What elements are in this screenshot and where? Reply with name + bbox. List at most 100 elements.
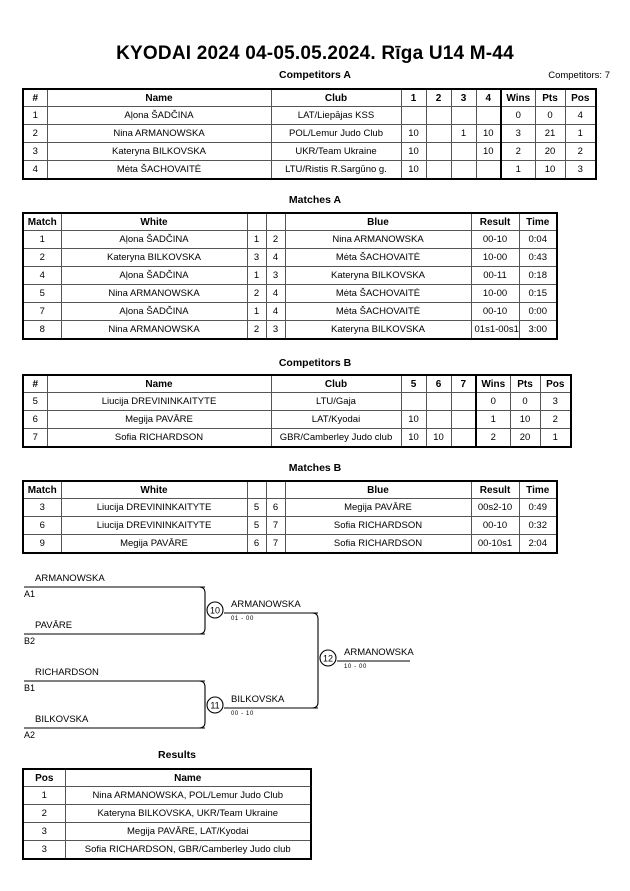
cell-m2 bbox=[425, 160, 452, 180]
cell-result: 00-10s1 bbox=[470, 534, 520, 554]
section-heading-results: Results bbox=[158, 749, 196, 761]
bracket-match-number-10: 10 bbox=[210, 606, 220, 616]
cell-result: 10-00 bbox=[470, 248, 520, 267]
col-header-name: Name bbox=[46, 88, 272, 107]
col-header-blue-num bbox=[265, 212, 286, 231]
col-header-name: Name bbox=[64, 768, 312, 787]
cell-white-num: 5 bbox=[246, 516, 267, 535]
cell-num: 2 bbox=[22, 124, 48, 143]
section-heading-matches-a: Matches A bbox=[288, 194, 342, 206]
table-header-row: Match White Blue Result Time bbox=[22, 480, 558, 499]
col-header-num: # bbox=[22, 374, 48, 393]
cell-name: Mėta ŠACHOVAITĖ bbox=[46, 160, 272, 180]
cell-club: LTU/Gaja bbox=[270, 392, 402, 411]
cell-name: Megija PAVĀRE bbox=[46, 410, 272, 429]
col-header-white: White bbox=[60, 480, 248, 499]
col-header-m5: 5 bbox=[400, 374, 427, 393]
cell-time: 0:00 bbox=[518, 302, 558, 321]
cell-num: 7 bbox=[22, 428, 48, 448]
cell-club: LAT/Liepājas KSS bbox=[270, 106, 402, 125]
cell-wins: 1 bbox=[500, 160, 536, 180]
cell-pos: 3 bbox=[22, 822, 66, 841]
cell-white: Aļona ŠADČINA bbox=[60, 302, 248, 321]
cell-pos: 3 bbox=[564, 160, 597, 180]
cell-result: 00-11 bbox=[470, 266, 520, 285]
col-header-result: Result bbox=[470, 212, 520, 231]
page-title: KYODAI 2024 04-05.05.2024. Rīga U14 M-44 bbox=[116, 43, 514, 64]
col-header-white-num bbox=[246, 480, 267, 499]
cell-white: Aļona ŠADČINA bbox=[60, 230, 248, 249]
cell-m5 bbox=[400, 392, 427, 411]
bracket-slot-seed-3: B1 bbox=[24, 683, 35, 693]
cell-m4: 10 bbox=[475, 142, 502, 161]
col-header-blue: Blue bbox=[284, 212, 472, 231]
bracket-slot-name-2: PAVĀRE bbox=[35, 620, 72, 631]
table-row: 4 Aļona ŠADČINA 1 3 Kateryna BILKOVSKA 0… bbox=[22, 266, 558, 285]
cell-m5: 10 bbox=[400, 428, 427, 448]
cell-time: 0:49 bbox=[518, 498, 558, 517]
cell-num: 4 bbox=[22, 160, 48, 180]
cell-match: 4 bbox=[22, 266, 62, 285]
cell-match: 7 bbox=[22, 302, 62, 321]
cell-m3: 1 bbox=[450, 124, 477, 143]
cell-pos: 4 bbox=[564, 106, 597, 125]
cell-pos: 2 bbox=[22, 804, 66, 823]
col-header-blue: Blue bbox=[284, 480, 472, 499]
cell-name: Sofia RICHARDSON, GBR/Camberley Judo clu… bbox=[64, 840, 312, 860]
bracket-semifinal-winner-1: ARMANOWSKA bbox=[231, 599, 301, 610]
cell-name: Liucija DREVININKAITYTE bbox=[46, 392, 272, 411]
cell-white: Megija PAVĀRE bbox=[60, 534, 248, 554]
cell-white: Kateryna BILKOVSKA bbox=[60, 248, 248, 267]
cell-m6 bbox=[425, 410, 452, 429]
cell-pts: 10 bbox=[534, 160, 566, 180]
bracket-slot-seed-2: B2 bbox=[24, 636, 35, 646]
col-header-m1: 1 bbox=[400, 88, 427, 107]
cell-pts: 20 bbox=[534, 142, 566, 161]
cell-blue-num: 3 bbox=[265, 266, 286, 285]
bracket-slot-seed-1: A1 bbox=[24, 589, 35, 599]
table-header-row: # Name Club 1 2 3 4 Wins Pts Pos bbox=[22, 88, 597, 107]
cell-time: 0:43 bbox=[518, 248, 558, 267]
col-header-m6: 6 bbox=[425, 374, 452, 393]
table-header-row: Match White Blue Result Time bbox=[22, 212, 558, 231]
table-results: Pos Name 1 Nina ARMANOWSKA, POL/Lemur Ju… bbox=[22, 768, 312, 860]
cell-club: LTU/Ristis R.Sargūno g. bbox=[270, 160, 402, 180]
cell-pos: 2 bbox=[539, 410, 572, 429]
cell-match: 9 bbox=[22, 534, 62, 554]
bracket-slot-name-4: BILKOVSKA bbox=[35, 714, 89, 725]
cell-m6 bbox=[425, 392, 452, 411]
cell-time: 0:04 bbox=[518, 230, 558, 249]
cell-m2 bbox=[425, 106, 452, 125]
cell-blue-num: 4 bbox=[265, 284, 286, 303]
cell-blue-num: 4 bbox=[265, 248, 286, 267]
cell-pos: 3 bbox=[539, 392, 572, 411]
cell-white: Nina ARMANOWSKA bbox=[60, 284, 248, 303]
cell-wins: 2 bbox=[500, 142, 536, 161]
cell-blue: Sofia RICHARDSON bbox=[284, 534, 472, 554]
col-header-blue-num bbox=[265, 480, 286, 499]
col-header-result: Result bbox=[470, 480, 520, 499]
table-row: 3 Kateryna BILKOVSKA UKR/Team Ukraine 10… bbox=[22, 142, 597, 161]
cell-white-num: 1 bbox=[246, 302, 267, 321]
table-row: 1 Aļona ŠADČINA LAT/Liepājas KSS 0 0 4 bbox=[22, 106, 597, 125]
cell-m4 bbox=[475, 106, 502, 125]
cell-name: Aļona ŠADČINA bbox=[46, 106, 272, 125]
col-header-wins: Wins bbox=[475, 374, 511, 393]
cell-pts: 0 bbox=[509, 392, 541, 411]
cell-m7 bbox=[450, 392, 477, 411]
cell-club: POL/Lemur Judo Club bbox=[270, 124, 402, 143]
bracket-match-number-11: 11 bbox=[210, 701, 219, 711]
cell-pts: 0 bbox=[534, 106, 566, 125]
cell-blue-num: 3 bbox=[265, 320, 286, 340]
col-header-pts: Pts bbox=[509, 374, 541, 393]
bracket-semifinal-score-2: 00 - 10 bbox=[231, 711, 254, 717]
cell-white-num: 3 bbox=[246, 248, 267, 267]
cell-m1 bbox=[400, 106, 427, 125]
cell-white-num: 5 bbox=[246, 498, 267, 517]
col-header-time: Time bbox=[518, 212, 558, 231]
cell-name: Kateryna BILKOVSKA, UKR/Team Ukraine bbox=[64, 804, 312, 823]
bracket-semifinal-score-1: 01 - 00 bbox=[231, 616, 254, 622]
bracket-final-winner: ARMANOWSKA bbox=[344, 647, 414, 658]
table-row: 2 Nina ARMANOWSKA POL/Lemur Judo Club 10… bbox=[22, 124, 597, 143]
cell-blue-num: 7 bbox=[265, 516, 286, 535]
